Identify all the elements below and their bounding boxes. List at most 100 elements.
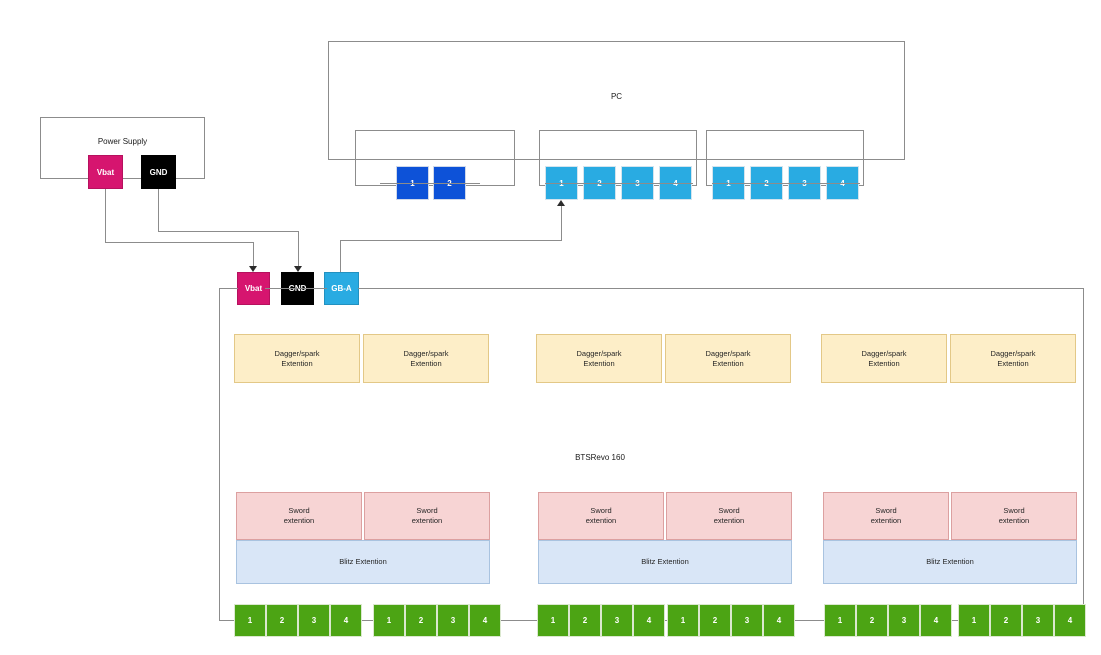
output-bank-1-port-4[interactable]: 4 xyxy=(330,604,362,637)
sword-label: Sword extention xyxy=(284,506,314,526)
wire-ps-gnd-drop xyxy=(298,231,299,268)
output-bank-4-port-3[interactable]: 3 xyxy=(731,604,763,637)
arrow-gba-to-pc xyxy=(557,200,565,206)
wire-gba-up xyxy=(340,240,341,275)
sword-line-2: extention xyxy=(283,516,315,525)
bts-title: BTSRevo 160 xyxy=(575,453,625,462)
output-bank-2-port-2[interactable]: 2 xyxy=(405,604,437,637)
sword-label: Sword extention xyxy=(871,506,901,526)
dagger-line-2: Extention xyxy=(281,358,313,368)
dagger-label: Dagger/spark Extention xyxy=(861,349,906,369)
dagger-line-2: Extention xyxy=(410,358,442,368)
output-bank-5-port-3[interactable]: 3 xyxy=(888,604,920,637)
group-right-sword-2: Sword extention xyxy=(951,492,1077,540)
group-right-dagger-2: Dagger/spark Extention xyxy=(950,334,1076,383)
wire-ps-vbat-right xyxy=(105,242,253,243)
wire-pc-card1-ports xyxy=(380,183,480,184)
dagger-label: Dagger/spark Extention xyxy=(403,349,448,369)
sword-label: Sword extention xyxy=(714,506,744,526)
wire-ps-vbat-drop xyxy=(253,242,254,268)
dagger-line-1: Dagger/spark xyxy=(576,348,622,358)
dagger-line-1: Dagger/spark xyxy=(990,348,1036,358)
dagger-label: Dagger/spark Extention xyxy=(705,349,750,369)
pc-card-2-box xyxy=(539,130,697,186)
output-bank-1-port-2[interactable]: 2 xyxy=(266,604,298,637)
output-bank-5-port-2[interactable]: 2 xyxy=(856,604,888,637)
bts-container-left xyxy=(219,288,220,620)
output-bank-3-port-1[interactable]: 1 xyxy=(537,604,569,637)
output-bank-4-port-4[interactable]: 4 xyxy=(763,604,795,637)
output-bank-6-port-2[interactable]: 2 xyxy=(990,604,1022,637)
bts-container-top xyxy=(219,288,238,289)
output-bank-6-port-1[interactable]: 1 xyxy=(958,604,990,637)
sword-line-1: Sword xyxy=(288,506,310,516)
bts-container-top-right xyxy=(358,288,1084,289)
sword-line-1: Sword xyxy=(718,506,740,516)
output-bank-1-port-1[interactable]: 1 xyxy=(234,604,266,637)
sword-label: Sword extention xyxy=(586,506,616,526)
group-left-sword-1: Sword extention xyxy=(236,492,362,540)
dagger-label: Dagger/spark Extention xyxy=(990,349,1035,369)
sword-line-1: Sword xyxy=(416,506,438,516)
sword-line-1: Sword xyxy=(1003,506,1025,516)
sword-label: Sword extention xyxy=(999,506,1029,526)
output-bank-3-port-4[interactable]: 4 xyxy=(633,604,665,637)
pc-label: PC xyxy=(610,92,623,101)
sword-line-2: extention xyxy=(713,516,745,525)
sword-line-1: Sword xyxy=(590,506,612,516)
output-bank-4-port-1[interactable]: 1 xyxy=(667,604,699,637)
wire-output-bus-b xyxy=(820,620,1084,621)
output-bank-5-port-4[interactable]: 4 xyxy=(920,604,952,637)
bts-container-right xyxy=(1083,288,1084,620)
sword-line-2: extention xyxy=(411,516,443,525)
wire-ps-vbat-down xyxy=(105,189,106,242)
output-bank-6-port-4[interactable]: 4 xyxy=(1054,604,1086,637)
output-bank-3-port-2[interactable]: 2 xyxy=(569,604,601,637)
dagger-line-1: Dagger/spark xyxy=(705,348,751,358)
pc-card-3-box xyxy=(706,130,864,186)
bts-input-gba[interactable]: GB-A xyxy=(324,272,359,305)
output-bank-2-port-3[interactable]: 3 xyxy=(437,604,469,637)
group-left-dagger-1: Dagger/spark Extention xyxy=(234,334,360,383)
dagger-label: Dagger/spark Extention xyxy=(576,349,621,369)
group-right-dagger-1: Dagger/spark Extention xyxy=(821,334,947,383)
arrow-ps-vbat xyxy=(249,266,257,272)
wire-pc-bus-2-3 xyxy=(696,159,707,160)
arrow-ps-gnd xyxy=(294,266,302,272)
output-bank-1-port-3[interactable]: 3 xyxy=(298,604,330,637)
output-bank-5-port-1[interactable]: 1 xyxy=(824,604,856,637)
group-right-blitz: Blitz Extention xyxy=(823,540,1077,584)
sword-line-1: Sword xyxy=(875,506,897,516)
group-middle-blitz: Blitz Extention xyxy=(538,540,792,584)
sword-label: Sword extention xyxy=(412,506,442,526)
output-bank-2-port-1[interactable]: 1 xyxy=(373,604,405,637)
group-middle-sword-2: Sword extention xyxy=(666,492,792,540)
dagger-line-1: Dagger/spark xyxy=(403,348,449,358)
dagger-line-2: Extention xyxy=(868,358,900,368)
wire-pc-bus-left xyxy=(328,159,356,160)
output-bank-6-port-3[interactable]: 3 xyxy=(1022,604,1054,637)
output-bank-4-port-2[interactable]: 2 xyxy=(699,604,731,637)
sword-line-2: extention xyxy=(998,516,1030,525)
sword-line-2: extention xyxy=(585,516,617,525)
group-middle-sword-1: Sword extention xyxy=(538,492,664,540)
wire-pc-bus-1-2 xyxy=(514,159,540,160)
wire-input-chips-bus xyxy=(265,288,327,289)
output-bank-2-port-4[interactable]: 4 xyxy=(469,604,501,637)
wire-gba-riser xyxy=(561,206,562,241)
power-supply-terminal-vbat[interactable]: Vbat xyxy=(88,155,123,189)
pc-box xyxy=(328,41,905,160)
wire-pc-bus-right xyxy=(863,159,905,160)
group-left-dagger-2: Dagger/spark Extention xyxy=(363,334,489,383)
output-bank-3-port-3[interactable]: 3 xyxy=(601,604,633,637)
group-middle-dagger-2: Dagger/spark Extention xyxy=(665,334,791,383)
dagger-line-2: Extention xyxy=(583,358,615,368)
wire-pc-card2-ports xyxy=(545,183,693,184)
power-supply-terminal-gnd[interactable]: GND xyxy=(141,155,176,189)
wire-gba-right xyxy=(340,240,562,241)
dagger-line-1: Dagger/spark xyxy=(274,348,320,358)
group-left-sword-2: Sword extention xyxy=(364,492,490,540)
dagger-line-2: Extention xyxy=(997,358,1029,368)
wire-ps-gnd-down xyxy=(158,189,159,231)
